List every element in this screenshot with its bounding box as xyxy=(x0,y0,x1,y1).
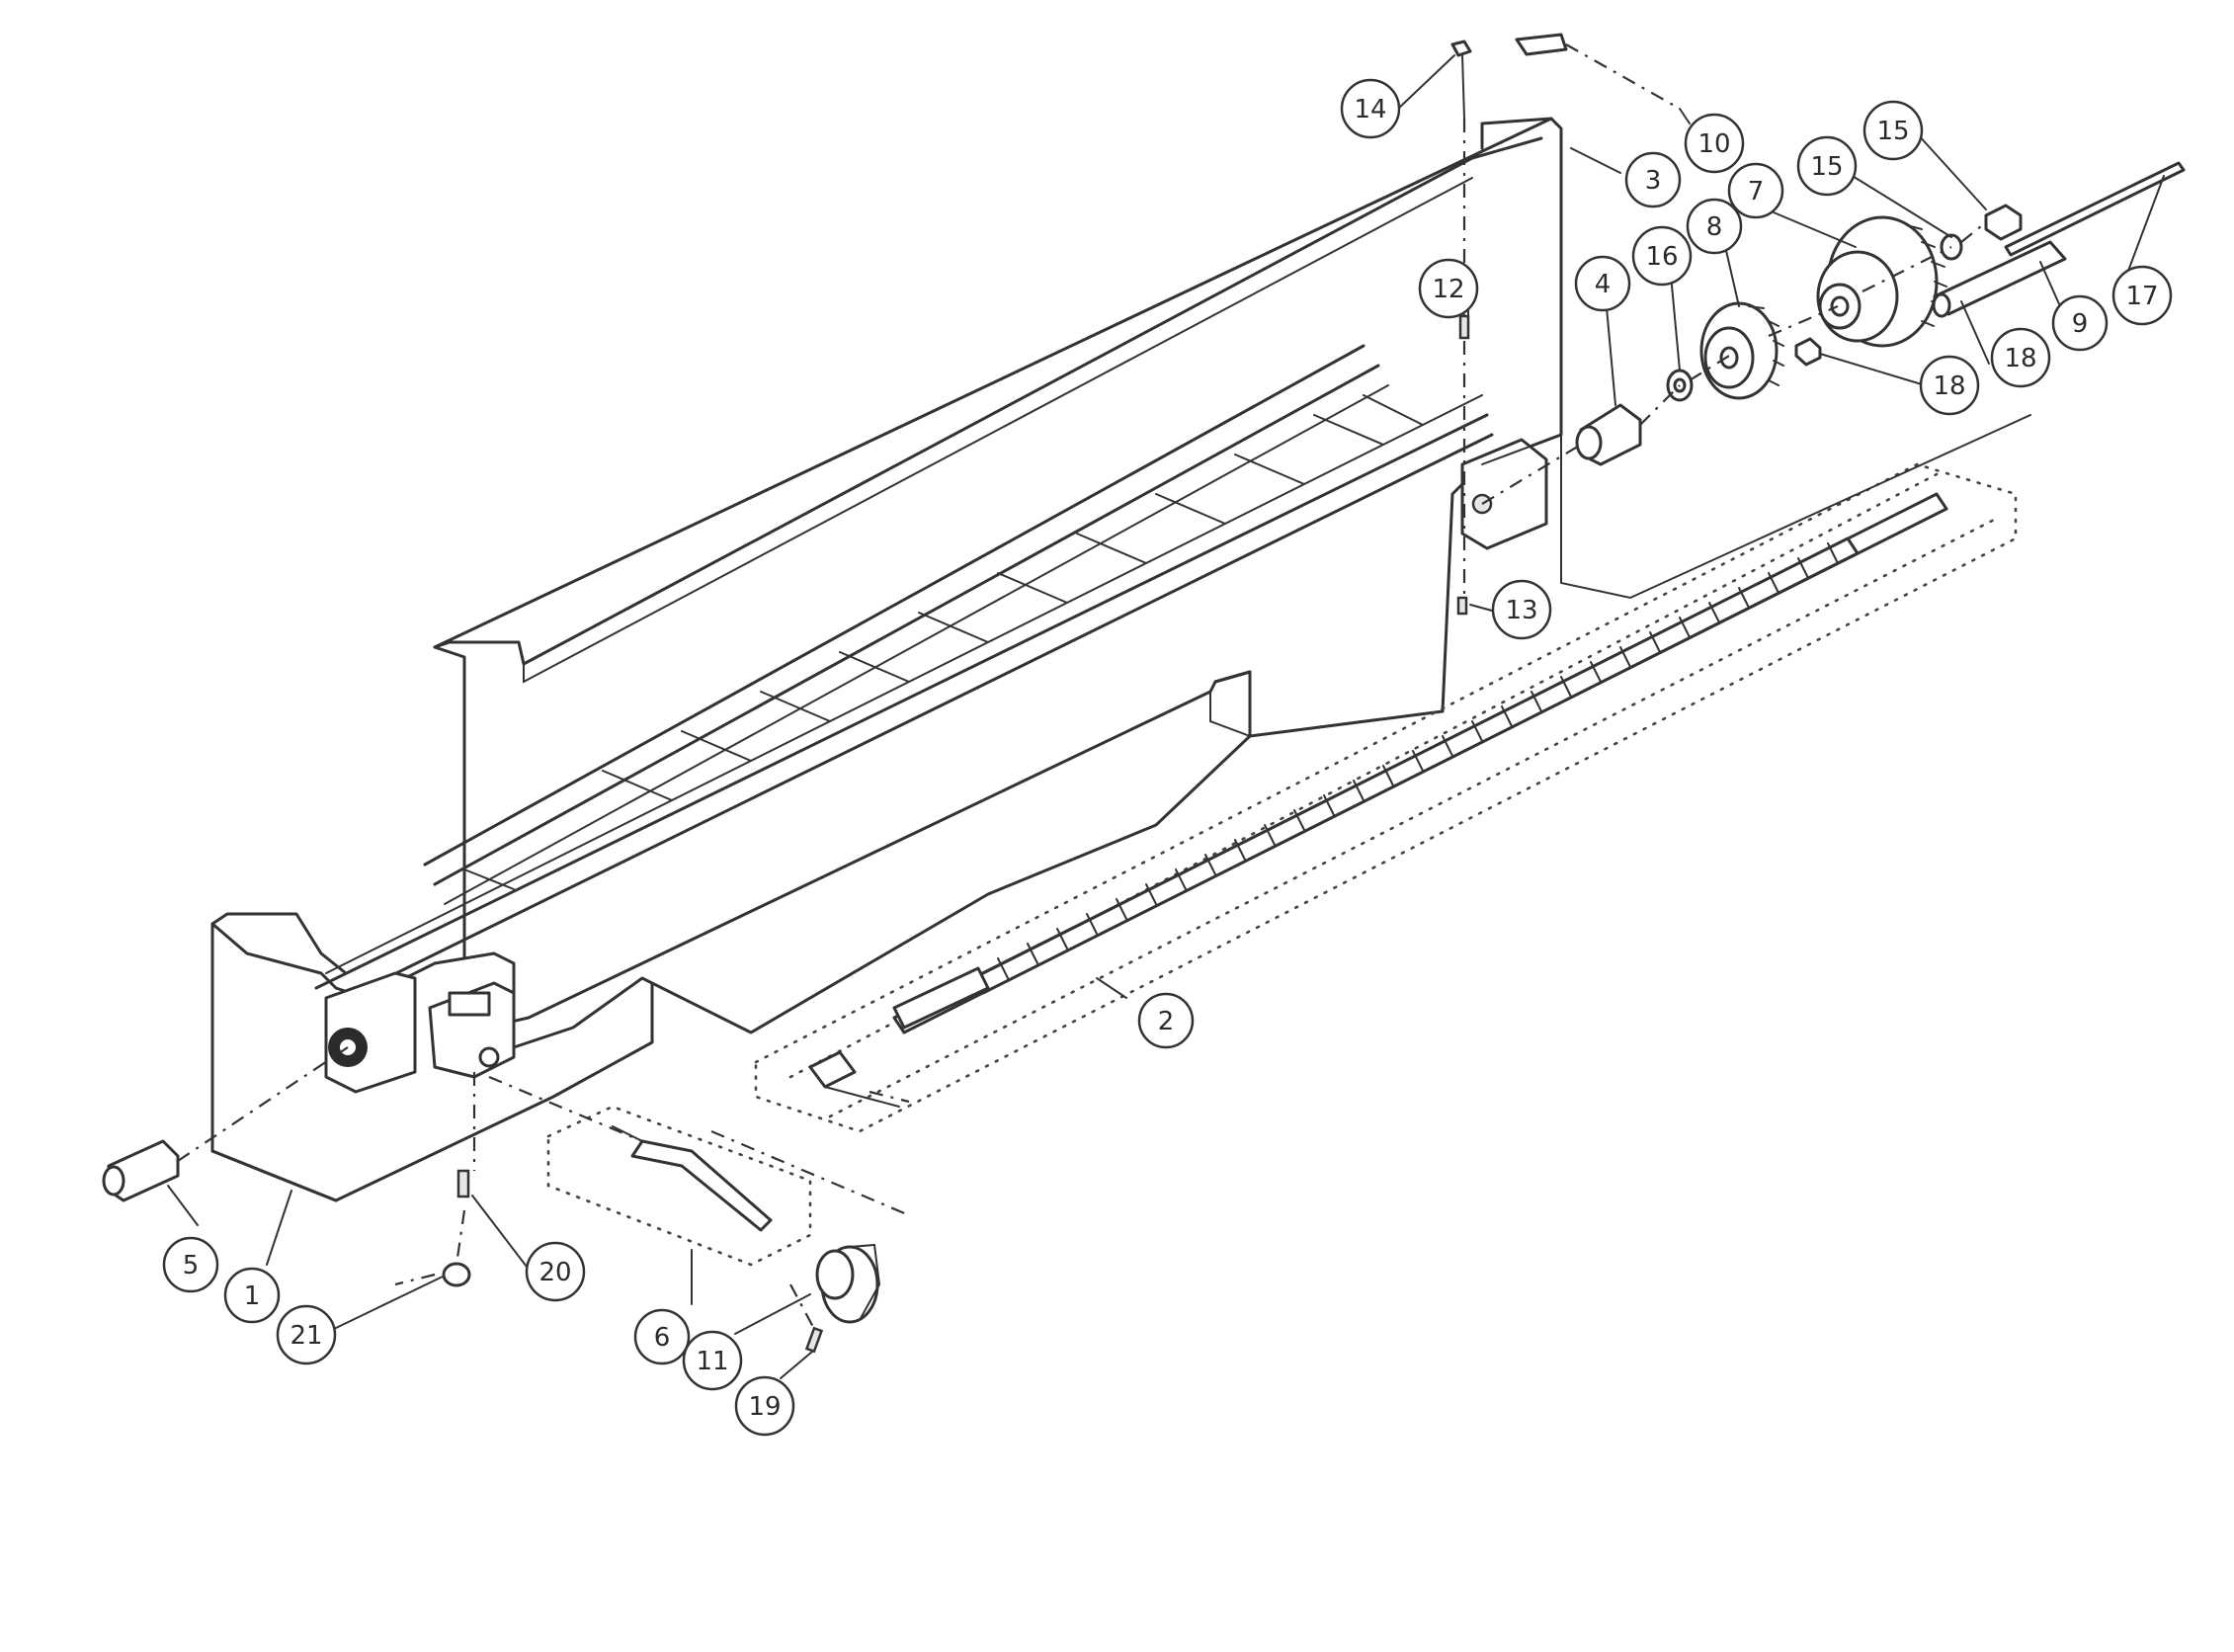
callout-15-label: 15 xyxy=(1876,117,1909,146)
callout-18: 18 xyxy=(1990,327,2051,388)
bushing xyxy=(1575,403,1642,466)
callout-5: 5 xyxy=(162,1236,219,1293)
callout-11-label: 11 xyxy=(696,1347,728,1376)
callout-10-label: 10 xyxy=(1697,129,1730,159)
bracket-screw xyxy=(1450,40,1472,120)
callout-15: 15 xyxy=(1862,100,1924,161)
set-screw xyxy=(1458,314,1470,340)
callout-2-label: 2 xyxy=(1158,1007,1175,1036)
assembly-lines xyxy=(177,43,1987,1330)
callout-12-label: 12 xyxy=(1432,275,1464,304)
callout-8-label: 8 xyxy=(1706,212,1723,242)
callout-4: 4 xyxy=(1574,255,1631,312)
leader-lines xyxy=(167,54,2165,1379)
grub-screw xyxy=(804,1326,824,1354)
lead-screw xyxy=(754,462,2018,1133)
gear-shaft-sleeve xyxy=(1932,240,2067,318)
callout-15b-label: 15 xyxy=(1810,152,1843,182)
pin xyxy=(2004,161,2186,257)
bushing-left xyxy=(102,1139,180,1202)
handwheel-shaft xyxy=(546,1105,812,1267)
callout-16: 16 xyxy=(1631,225,1693,287)
callout-5-label: 5 xyxy=(183,1251,200,1280)
callout-9: 9 xyxy=(2051,294,2109,352)
callout-2: 2 xyxy=(1137,992,1195,1049)
callout-14: 14 xyxy=(1340,78,1401,139)
callout-17: 17 xyxy=(2111,265,2173,326)
callout-15b: 15 xyxy=(1796,135,1858,197)
callout-7-label: 7 xyxy=(1748,177,1765,206)
callout-18-label: 18 xyxy=(2004,344,2036,373)
callout-19: 19 xyxy=(734,1375,795,1437)
callout-1-label: 1 xyxy=(244,1281,261,1311)
callout-11: 11 xyxy=(682,1330,743,1391)
plate xyxy=(1515,33,1568,56)
callout-6-label: 6 xyxy=(654,1323,671,1353)
callout-8: 8 xyxy=(1686,198,1743,255)
nut xyxy=(1984,204,2023,241)
callout-6: 6 xyxy=(633,1308,691,1365)
callout-7: 7 xyxy=(1727,162,1784,219)
callout-21-label: 21 xyxy=(290,1321,322,1351)
callout-12: 12 xyxy=(1418,258,1479,319)
callout-14-label: 14 xyxy=(1354,95,1386,124)
callout-16-label: 16 xyxy=(1645,242,1678,272)
knob xyxy=(815,1243,881,1324)
callout-1: 1 xyxy=(223,1267,281,1324)
change-gear-small xyxy=(1699,301,1784,400)
callout-17-label: 17 xyxy=(2125,282,2158,311)
callout-18b-label: 18 xyxy=(1933,372,1965,401)
gear-bracket xyxy=(1481,414,2031,600)
lathe-bed xyxy=(210,117,1563,1202)
callout-20-label: 20 xyxy=(538,1258,571,1287)
callout-13-label: 13 xyxy=(1505,596,1537,625)
callout-3-label: 3 xyxy=(1645,166,1662,196)
callout-20: 20 xyxy=(525,1241,586,1302)
callout-21: 21 xyxy=(276,1304,337,1365)
cap-nut xyxy=(442,1262,471,1287)
set-screw-lower xyxy=(1456,596,1468,616)
callout-18b: 18 xyxy=(1919,355,1980,416)
callout-10: 10 xyxy=(1684,113,1745,174)
callout-3: 3 xyxy=(1624,151,1682,208)
callout-19-label: 19 xyxy=(748,1392,781,1422)
shaft-pin xyxy=(456,1169,470,1198)
callout-4-label: 4 xyxy=(1595,270,1612,299)
callout-9-label: 9 xyxy=(2072,309,2089,339)
callout-13: 13 xyxy=(1491,579,1552,640)
